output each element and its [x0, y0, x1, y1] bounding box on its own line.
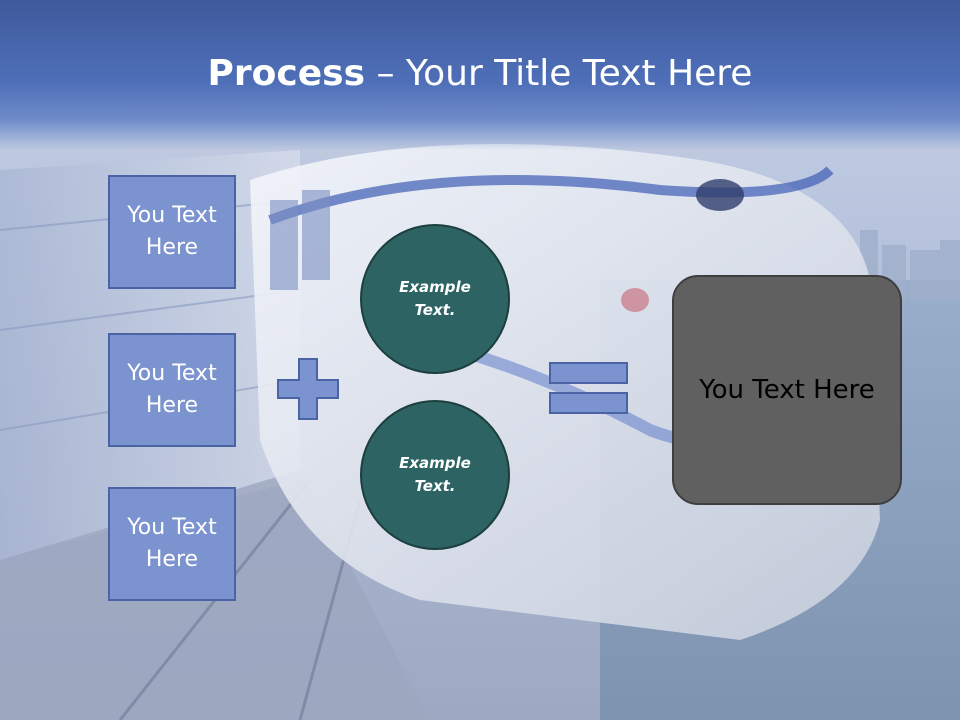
example-circle-1-line1: Example: [399, 278, 471, 296]
text-box-1-line2: Here: [145, 235, 199, 260]
title-dash: –: [365, 53, 406, 94]
title-rest: Your Title Text Here: [405, 53, 753, 94]
equals-icon: [549, 362, 628, 414]
example-circle-1-line2: Text.: [414, 301, 456, 319]
example-circle-2-line1: Example: [399, 454, 471, 472]
text-box-2-line1: You Text: [127, 361, 217, 386]
text-box-3-line2: Here: [145, 547, 199, 572]
slide-title[interactable]: Process – Your Title Text Here: [0, 52, 960, 96]
title-bold: Process: [207, 53, 366, 94]
text-box-3-line1: You Text: [127, 515, 217, 540]
plus-icon: [277, 358, 339, 420]
text-box-1-line1: You Text: [127, 203, 217, 228]
example-circle-2-line2: Text.: [414, 477, 456, 495]
header-band: [0, 0, 960, 150]
result-text: You Text Here: [699, 375, 875, 405]
text-box-2-line2: Here: [145, 393, 199, 418]
result-box[interactable]: You Text Here: [672, 275, 902, 505]
